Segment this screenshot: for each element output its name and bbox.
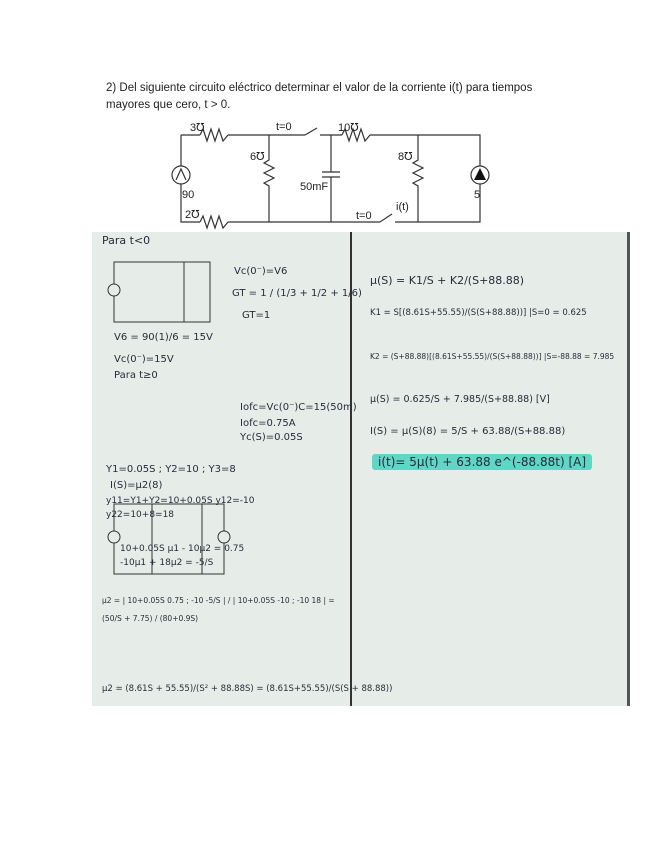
note-line: I(S) = μ(S)(8) = 5/S + 63.88/(S+88.88) — [370, 426, 566, 437]
resistor-3 — [199, 127, 229, 143]
note-line: μ2 = (8.61S + 55.55)/(S² + 88.88S) = (8.… — [102, 684, 393, 694]
note-line: I(S)=μ2(8) — [110, 480, 163, 491]
note-line: Vc(0⁻)=15V — [114, 354, 174, 365]
resistor-10 — [341, 127, 371, 143]
circuit-diagram: 3℧ 6℧ 2℧ 10℧ 8℧ 50mF 90 5 t=0 t=0 i(t) — [171, 121, 490, 230]
label-switch2: t=0 — [356, 210, 372, 222]
note-line: GT = 1 / (1/3 + 1/2 + 1/6) — [232, 288, 362, 299]
capacitor — [322, 135, 340, 222]
label-r5: 8℧ — [398, 151, 413, 163]
note-line: y22=10+8=18 — [106, 510, 175, 520]
note-line: μ2 = | 10+0.05S 0.75 ; -10 -5/S | / | 10… — [102, 596, 335, 623]
label-source-left: 90 — [182, 189, 194, 201]
hand-drawn-circuits — [107, 261, 231, 575]
label-source-right: 5 — [474, 189, 480, 201]
switch-2 — [379, 213, 393, 223]
label-r3: 2℧ — [185, 209, 200, 221]
final-answer-highlight: i(t)= 5μ(t) + 63.88 e^(-88.88t) [A] — [372, 454, 593, 470]
resistor-8 — [411, 135, 425, 222]
handwritten-solution-photo: Para t<0 Vc(0⁻)=V6 GT = 1 / (1/3 + 1/2 +… — [92, 232, 630, 706]
note-line: Iofc=0.75A — [240, 418, 296, 429]
label-r4: 10℧ — [338, 122, 359, 134]
note-line: -10μ1 + 18μ2 = -5/S — [120, 558, 214, 568]
note-line: Yc(S)=0.05S — [240, 432, 303, 443]
note-line: GT=1 — [242, 310, 271, 321]
note-line: Para t<0 — [102, 234, 151, 247]
note-line: Vc(0⁻)=V6 — [234, 266, 288, 277]
note-line: K1 = S[(8.61S+55.55)/(S(S+88.88))] |S=0 … — [370, 308, 587, 318]
photo-edge — [627, 232, 630, 706]
note-line: Iofc=Vc(0⁻)C=15(50m) — [240, 402, 357, 413]
note-line: K2 = (S+88.88)[(8.61S+55.55)/(S(S+88.88)… — [370, 352, 615, 361]
note-line: 10+0.05S μ1 - 10μ2 = 0.75 — [120, 544, 245, 554]
problem-statement: 2) Del siguiente circuito eléctrico dete… — [106, 82, 533, 111]
switch-1 — [304, 127, 318, 136]
label-r2: 6℧ — [250, 151, 265, 163]
label-r1: 3℧ — [190, 122, 205, 134]
label-current: i(t) — [396, 201, 409, 213]
note-line: μ(S) = K1/S + K2/(S+88.88) — [370, 274, 525, 287]
note-line: Y1=0.05S ; Y2=10 ; Y3=8 — [106, 464, 236, 475]
note-line: y11=Y1+Y2=10+0.05S y12=-10 — [106, 496, 255, 506]
note-line: μ(S) = 0.625/S + 7.985/(S+88.88) [V] — [370, 394, 550, 405]
column-divider — [350, 232, 352, 706]
resistor-2 — [199, 214, 229, 230]
resistor-6 — [262, 135, 276, 222]
label-capacitor: 50mF — [300, 181, 328, 193]
note-line: V6 = 90(1)/6 = 15V — [114, 332, 213, 343]
label-switch1: t=0 — [276, 121, 292, 133]
note-line: Para t≥0 — [114, 370, 158, 381]
